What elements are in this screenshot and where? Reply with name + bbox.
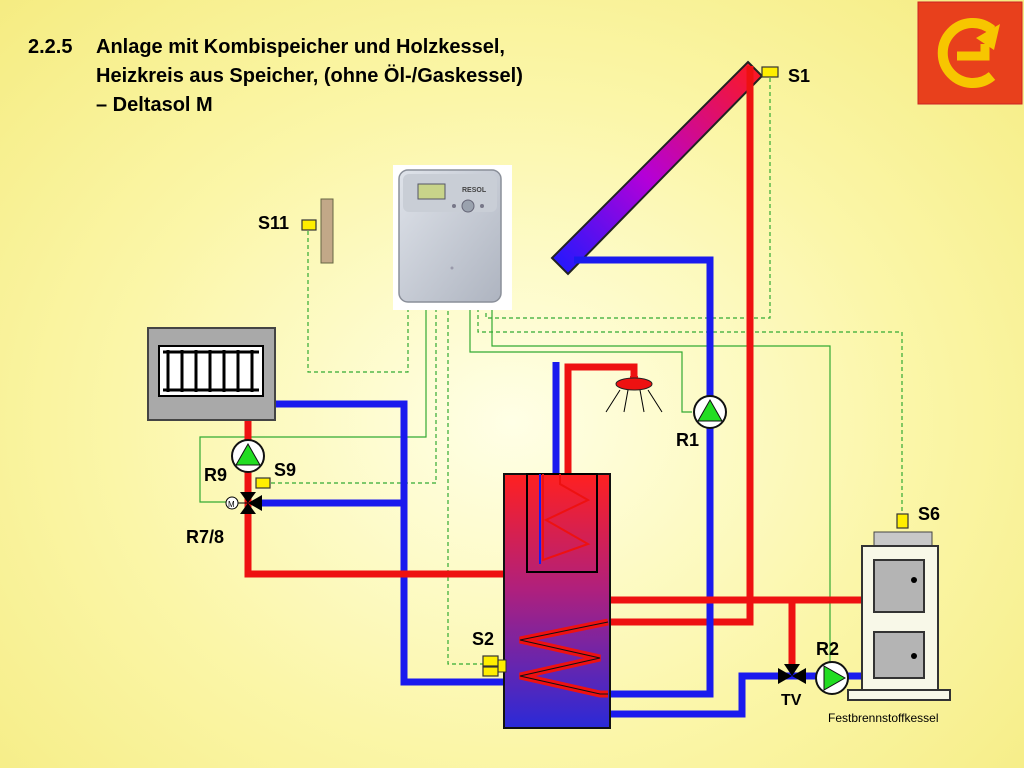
pump-r9 xyxy=(231,439,265,473)
controller-brand: RESOL xyxy=(462,187,487,194)
thermostatic-valve-tv xyxy=(778,664,806,684)
sensor-s9 xyxy=(255,477,271,489)
sensor-s2b xyxy=(482,666,499,677)
radiator xyxy=(147,327,276,421)
outdoor-sensor-s11 xyxy=(301,198,334,264)
pump-r1 xyxy=(693,395,727,429)
pipes xyxy=(244,66,862,718)
label-s2: S2 xyxy=(472,629,494,649)
label-s11: S11 xyxy=(258,213,289,233)
label-r9: R9 xyxy=(204,465,227,485)
controller-display xyxy=(417,183,446,200)
solar-controller: RESOL xyxy=(393,165,512,310)
controller-knob xyxy=(461,199,475,213)
page-title-line-2: Heizkreis aus Speicher, (ohne Öl-/Gaskes… xyxy=(96,64,523,87)
label-r2: R2 xyxy=(816,639,839,659)
shower-head xyxy=(605,376,663,413)
sensor-s6 xyxy=(896,513,909,529)
label-s1: S1 xyxy=(788,66,810,86)
sensor-s2 xyxy=(482,655,499,667)
label-tv: TV xyxy=(781,692,802,709)
label-s9: S9 xyxy=(274,460,296,480)
label-boiler: Festbrennstoffkessel xyxy=(828,711,939,725)
section-number: 2.2.5 xyxy=(28,36,72,58)
label-s6: S6 xyxy=(918,504,940,524)
label-r7-8: R7/8 xyxy=(186,527,224,547)
pump-r2 xyxy=(815,661,849,695)
page-title-line-1: Anlage mit Kombispeicher und Holzkessel, xyxy=(96,36,505,58)
motor-label: M xyxy=(228,500,235,509)
solid-fuel-boiler xyxy=(847,531,951,701)
page-title-line-3: – Deltasol M xyxy=(96,94,213,116)
solar-collector xyxy=(550,60,764,276)
sensor-s1 xyxy=(761,66,779,78)
combi-storage-tank xyxy=(497,473,611,729)
sensor-wires xyxy=(264,78,903,665)
mixing-valve-r7-8: M xyxy=(225,492,262,514)
company-logo xyxy=(917,1,1023,105)
label-r1: R1 xyxy=(676,430,699,450)
